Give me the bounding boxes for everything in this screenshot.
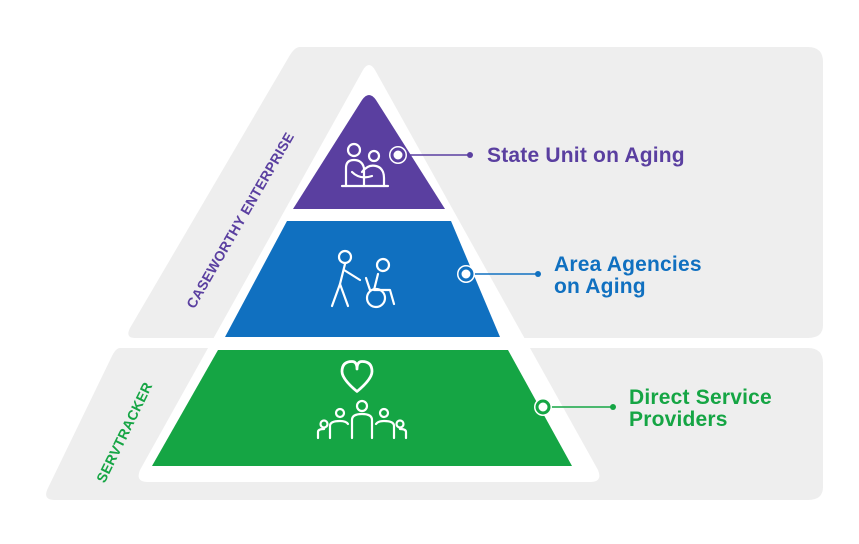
tier-direct-service <box>152 350 572 466</box>
tier-label-area-agencies-line2: on Aging <box>554 275 646 298</box>
connector-area-agencies <box>457 265 541 283</box>
tier-label-area-agencies: Area Agencies on Aging <box>554 254 702 298</box>
wheelchair-assist-icon <box>330 249 396 309</box>
tier-state-unit <box>293 95 445 209</box>
tier-label-state-unit-line1: State Unit on Aging <box>487 144 685 167</box>
heart-community-icon <box>316 360 408 440</box>
tier-label-state-unit: State Unit on Aging <box>487 145 685 167</box>
tier-label-direct-service-line2: Providers <box>629 408 728 431</box>
tier-label-direct-service-line1: Direct Service <box>629 386 772 409</box>
caregiver-hug-icon <box>340 142 390 188</box>
tier-label-direct-service: Direct Service Providers <box>629 387 772 431</box>
tier-area-agencies <box>225 221 500 337</box>
connector-direct-service <box>534 398 616 416</box>
connector-state-unit <box>389 146 473 164</box>
tier-label-area-agencies-line1: Area Agencies <box>554 253 702 276</box>
